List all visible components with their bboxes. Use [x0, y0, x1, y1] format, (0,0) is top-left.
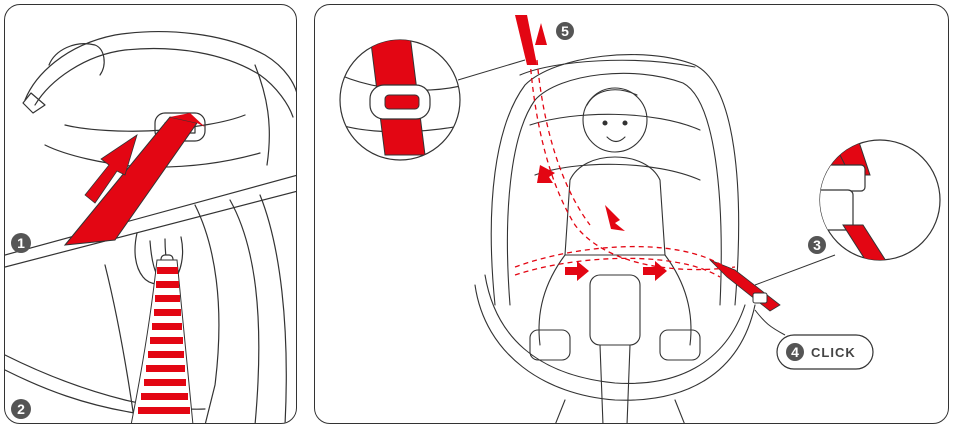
- click-label: CLICK: [811, 345, 856, 360]
- step-2-badge: 2: [11, 399, 31, 419]
- step-1-badge: 1: [11, 233, 31, 253]
- svg-text:1: 1: [17, 235, 25, 251]
- striped-strap: [131, 260, 193, 424]
- svg-text:5: 5: [561, 23, 569, 39]
- child-seat-harness-illustration: 5 3 4 CLICK: [315, 5, 949, 424]
- detail-belt-guide-zoom: [340, 35, 525, 160]
- svg-text:3: 3: [813, 237, 821, 253]
- step-5-badge: 5: [556, 22, 574, 40]
- right-illustration-panel: 5 3 4 CLICK: [314, 4, 949, 424]
- step-3-badge: 3: [808, 236, 826, 254]
- left-illustration-panel: 1 2: [4, 4, 297, 424]
- svg-text:4: 4: [791, 344, 799, 360]
- click-callout: 4 CLICK: [755, 310, 873, 369]
- vehicle-seat-belt-illustration: 1 2: [5, 5, 297, 424]
- svg-text:2: 2: [17, 401, 25, 417]
- detail-buckle-zoom: [755, 115, 940, 285]
